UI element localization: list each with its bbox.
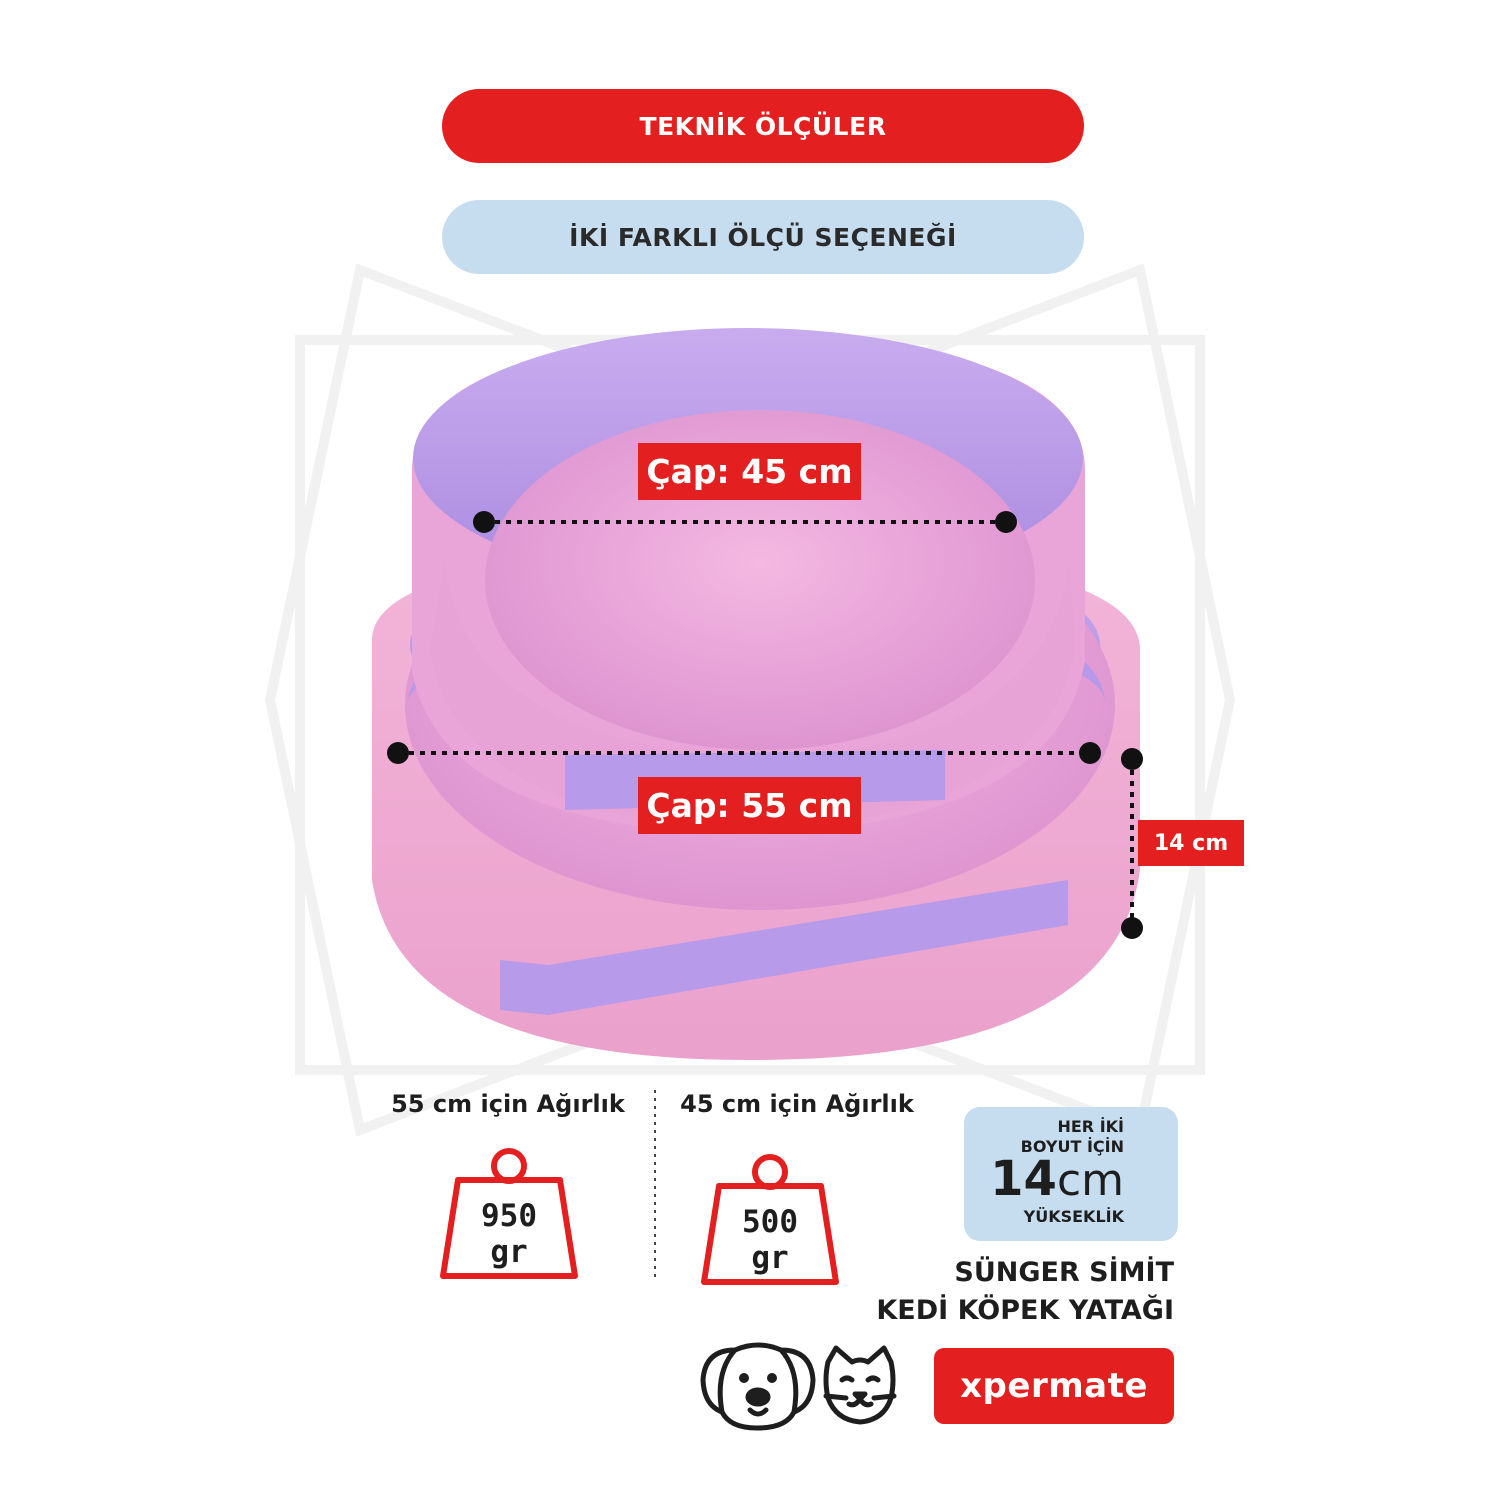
weight-title-45: 45 cm için Ağırlık [680,1090,914,1118]
weight-value-45: 500 gr [742,1204,798,1276]
small-diameter-label: Çap: 45 cm [638,443,861,500]
height-badge: HER İKİ BOYUT İÇİN 14cm YÜKSEKLİK [964,1107,1178,1241]
section-title: TEKNİK ÖLÇÜLER [442,89,1084,163]
weight-title-55: 55 cm için Ağırlık [391,1090,625,1118]
weight-value-55: 950 gr [481,1198,537,1270]
large-diameter-line [387,742,1101,764]
small-diameter-line [473,511,1017,533]
weight-icon [440,1148,578,1279]
product-name-line1: SÜNGER SİMİT [954,1257,1174,1288]
brand-logo: xpermate [934,1348,1174,1424]
weight-icon [701,1154,839,1285]
height-line [1121,748,1143,939]
section-subtitle: İKİ FARKLI ÖLÇÜ SEÇENEĞİ [442,200,1084,274]
cat-icon [823,1345,897,1425]
product-name-line2: KEDİ KÖPEK YATAĞI [876,1295,1174,1326]
badge-height-value: 14cm [990,1151,1124,1207]
badge-text-bottom: YÜKSEKLİK [1023,1207,1124,1226]
badge-text-top: HER İKİ BOYUT İÇİN [1020,1117,1124,1156]
height-label: 14 cm [1138,820,1244,866]
small-bed [412,328,1085,835]
dog-icon [700,1342,816,1431]
large-diameter-label: Çap: 55 cm [638,777,861,834]
